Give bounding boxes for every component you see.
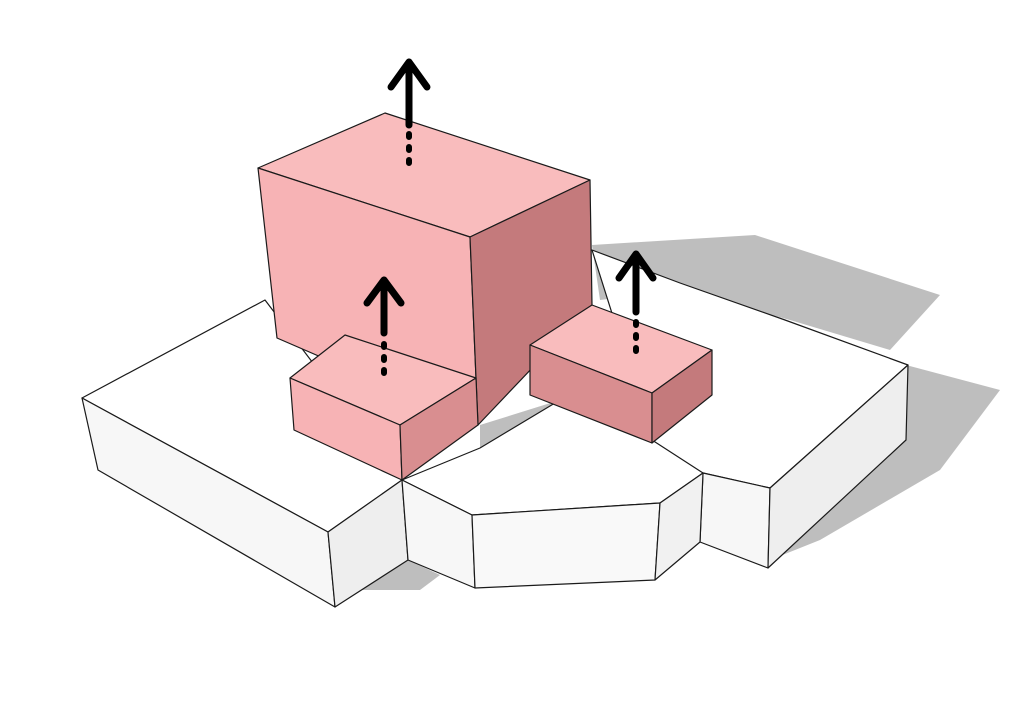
base-center-block xyxy=(401,399,704,589)
base-east-wing-front xyxy=(699,472,771,569)
base-east-wing-side xyxy=(767,364,909,569)
vertical-extension-arrow-tall xyxy=(387,58,431,168)
front-small-mass xyxy=(289,334,479,481)
right-small-mass xyxy=(529,304,713,444)
bottom-shadow xyxy=(360,560,440,590)
right-small-mass-side xyxy=(651,349,713,444)
base-west-wing xyxy=(81,299,409,608)
base-center-front xyxy=(471,502,661,589)
vertical-extension-arrow-front xyxy=(363,276,405,385)
tall-mass-shadow xyxy=(592,235,940,350)
front-small-mass-side xyxy=(399,377,479,481)
vertical-extension-arrow-right xyxy=(615,250,657,358)
base-center-front-right xyxy=(654,472,704,581)
